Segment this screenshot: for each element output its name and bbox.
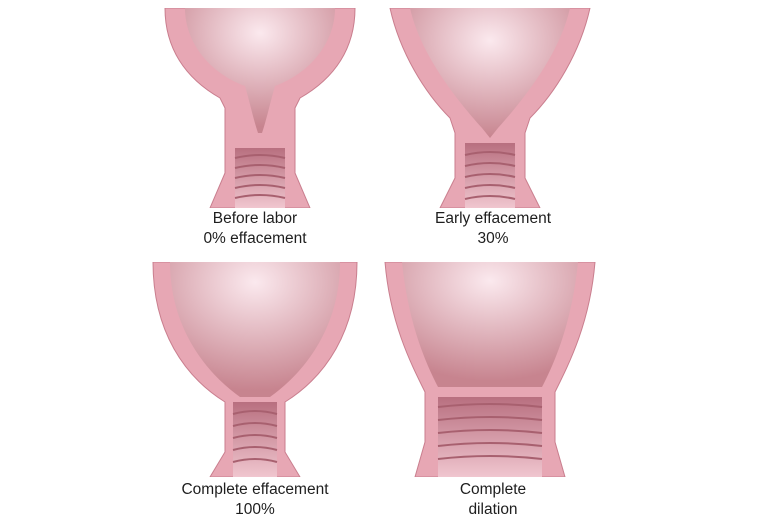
caption-complete-effacement: Complete effacement 100% [145, 480, 365, 520]
caption-line-1: Complete [459, 481, 527, 498]
illustration-before-labor [164, 8, 356, 208]
caption-line-2: dilation [468, 501, 518, 518]
caption-line-2: 30% [477, 230, 509, 247]
illustration-early-effacement [389, 8, 591, 208]
panel-before-labor [150, 8, 370, 258]
caption-line-1: Early effacement [434, 210, 552, 227]
illustration-complete-dilation [384, 262, 596, 477]
panel-complete-effacement [145, 262, 365, 512]
caption-line-1: Complete effacement [181, 481, 329, 498]
illustration-complete-effacement [152, 262, 358, 477]
caption-early-effacement: Early effacement 30% [383, 209, 603, 249]
caption-line-2: 0% effacement [203, 230, 307, 247]
caption-line-2: 100% [235, 501, 275, 518]
panel-complete-dilation [380, 262, 600, 512]
caption-complete-dilation: Complete dilation [383, 480, 603, 520]
caption-before-labor: Before labor 0% effacement [145, 209, 365, 249]
caption-line-1: Before labor [212, 210, 298, 227]
panel-early-effacement [380, 8, 600, 258]
